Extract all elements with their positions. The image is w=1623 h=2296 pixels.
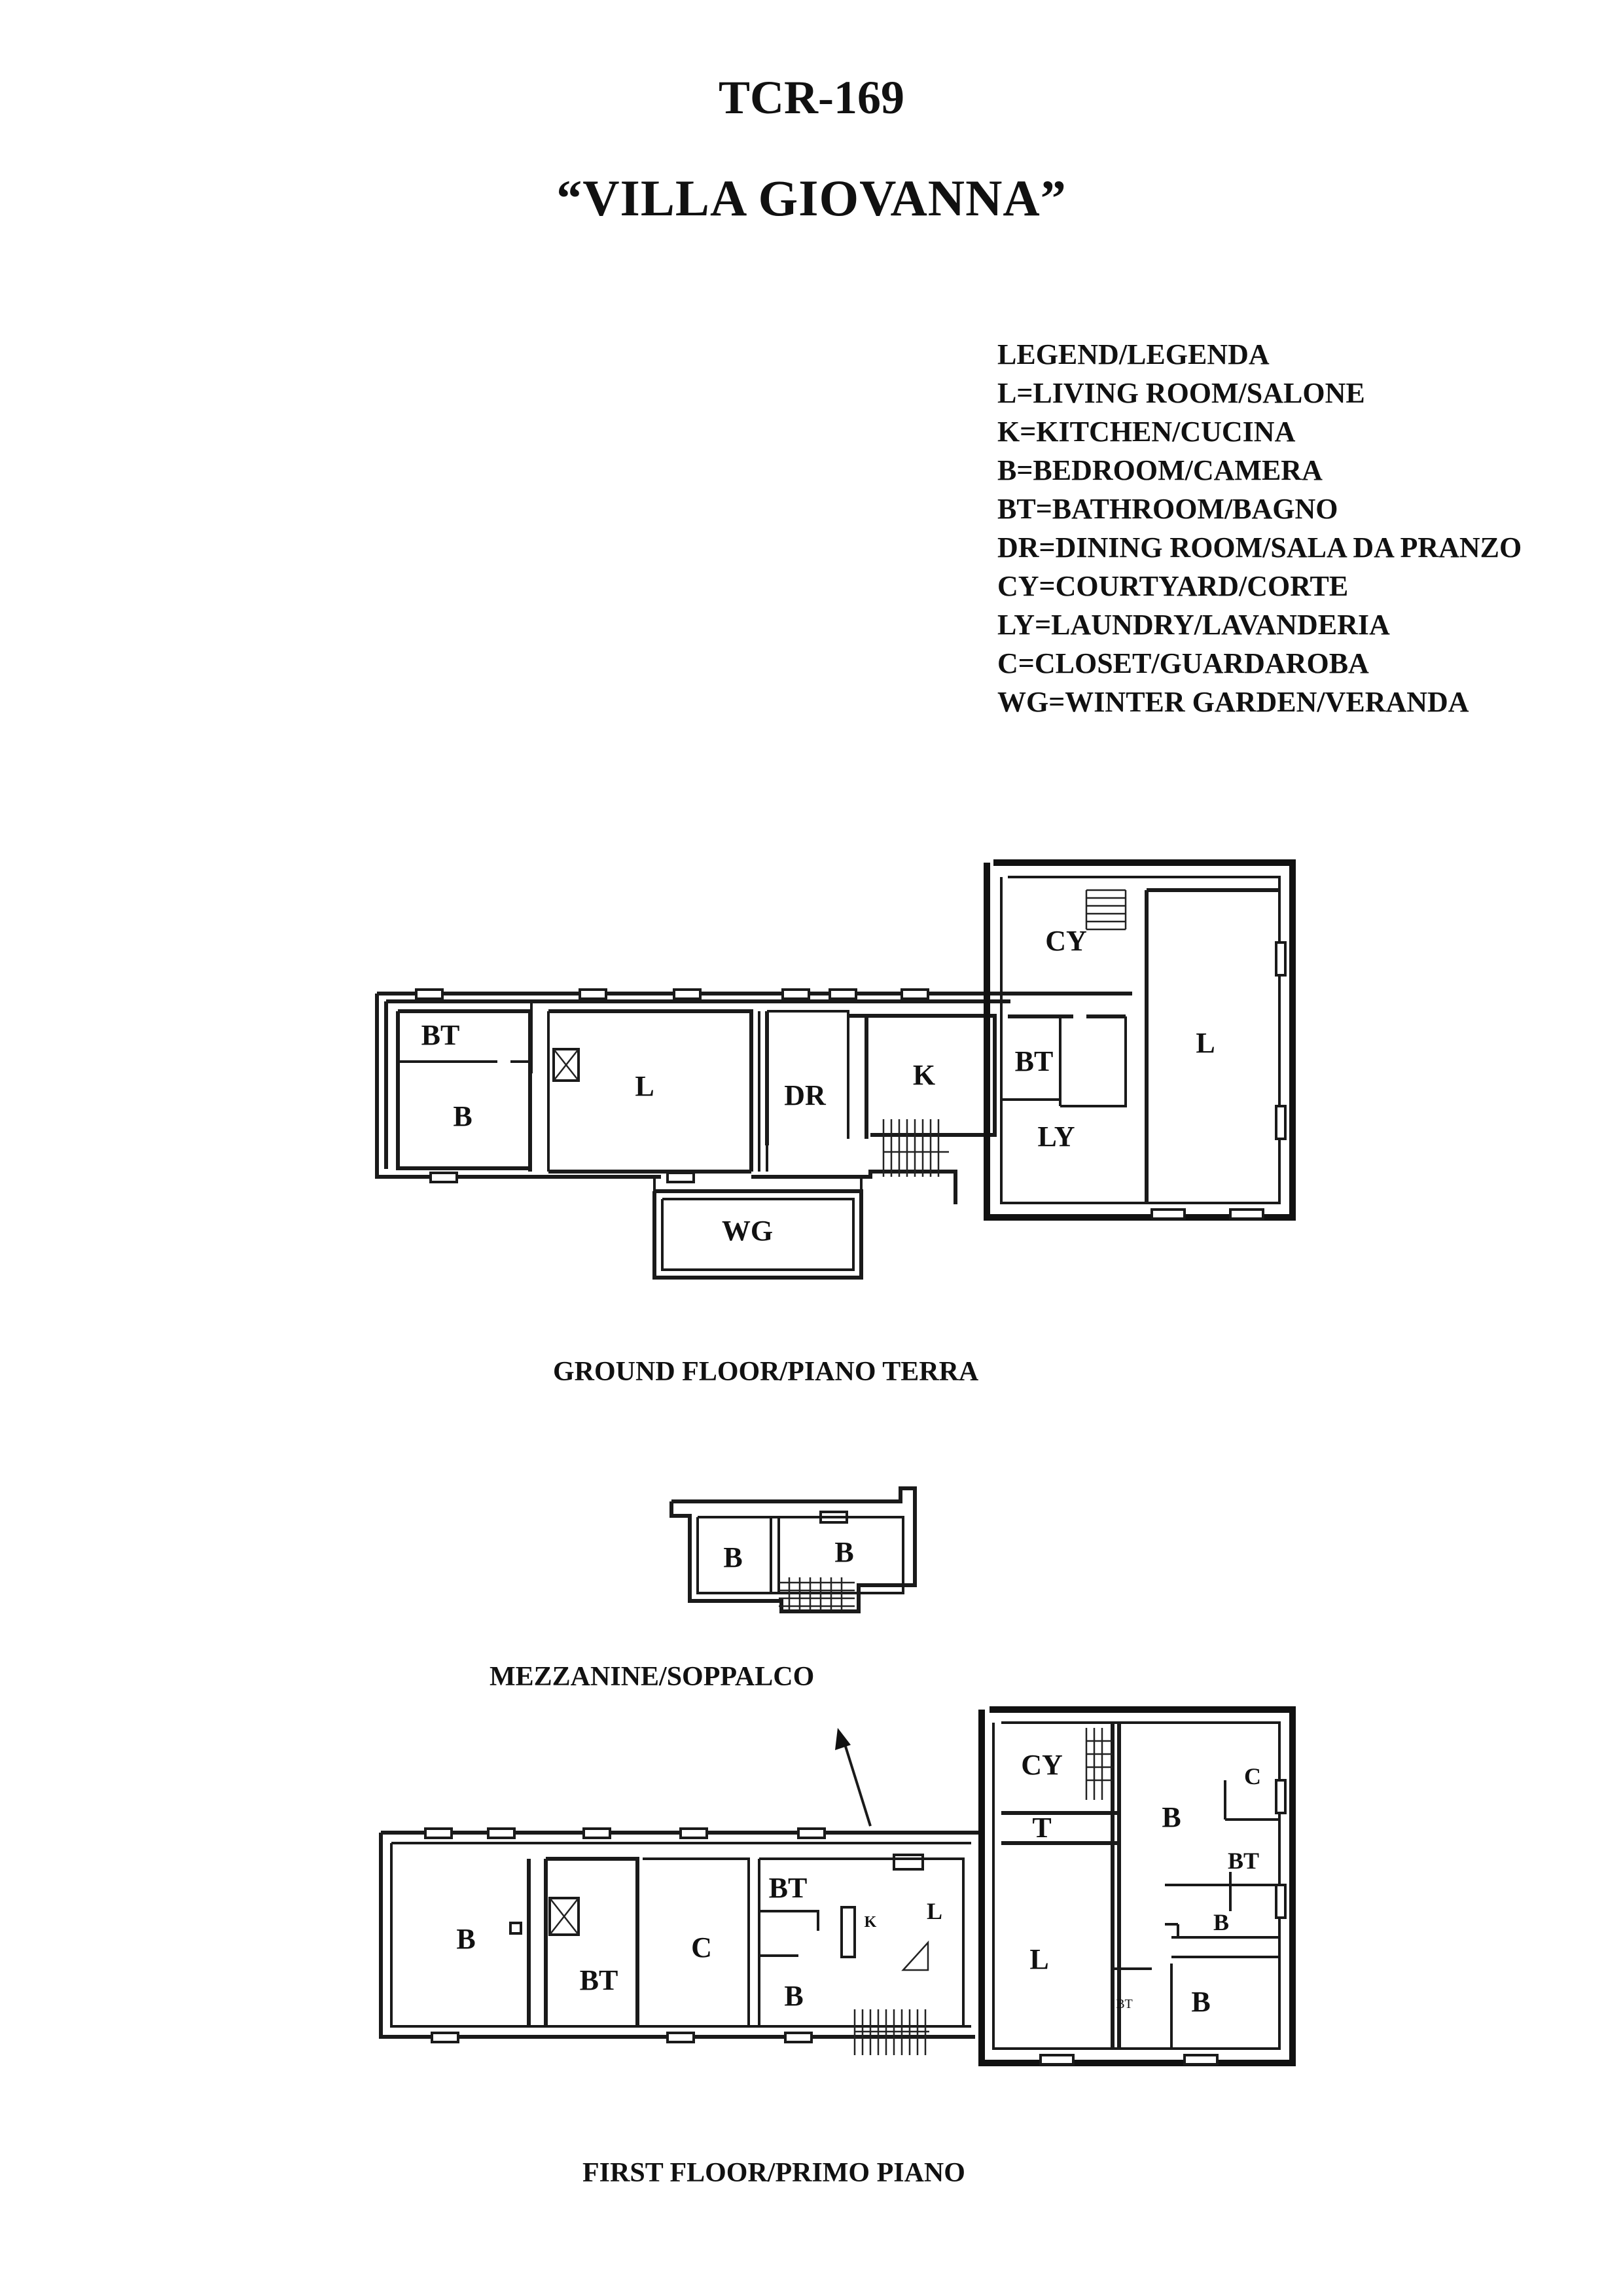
first-room-closet-west: C [691, 1931, 712, 1964]
first-room-bathroom-east-small: BT [1116, 1997, 1133, 2011]
legend-item-bathroom: BT=BATHROOM/BAGNO [997, 493, 1338, 525]
first-floor-walls [379, 1706, 1296, 2066]
first-room-living-room-east: L [1029, 1943, 1049, 1975]
first-room-bathroom-west: BT [579, 1964, 618, 1996]
ground-room-bathroom-west: BT [421, 1019, 460, 1051]
legend-item-closet: C=CLOSET/GUARDAROBA [997, 647, 1369, 679]
ground-room-winter-garden: WG [721, 1215, 774, 1247]
first-floor-caption: FIRST FLOOR/PRIMO PIANO [582, 2158, 965, 2188]
first-room-bedroom-center: B [784, 1980, 804, 2012]
legend-item-laundry: LY=LAUNDRY/LAVANDERIA [997, 609, 1390, 641]
ground-floor-caption: GROUND FLOOR/PIANO TERRA [553, 1357, 979, 1387]
first-room-bedroom-east-middle: B [1213, 1909, 1230, 1935]
mezzanine-room-bedroom-east: B [834, 1536, 854, 1568]
ground-room-kitchen: K [912, 1059, 936, 1091]
ground-floor-walls [375, 859, 1296, 1280]
legend-item-living-room: L=LIVING ROOM/SALONE [997, 377, 1365, 409]
ground-room-bedroom: B [453, 1100, 473, 1132]
first-room-bathroom-east: BT [1227, 1848, 1260, 1874]
first-room-terrace: T [1032, 1812, 1052, 1844]
legend-item-courtyard: CY=COURTYARD/CORTE [997, 570, 1349, 602]
mezzanine-room-bedroom-west: B [723, 1541, 743, 1573]
legend-heading: LEGEND/LEGENDA [997, 338, 1270, 370]
first-room-kitchen: K [864, 1914, 877, 1931]
ground-room-living-room-west: L [635, 1070, 654, 1102]
legend-item-bedroom: B=BEDROOM/CAMERA [997, 454, 1323, 486]
first-room-bathroom-center: BT [768, 1872, 808, 1904]
ground-room-bathroom-east: BT [1014, 1045, 1054, 1077]
mezzanine-walls [669, 1486, 917, 1613]
legend: LEGEND/LEGENDA L=LIVING ROOM/SALONE K=KI… [997, 335, 1522, 721]
legend-item-dining-room: DR=DINING ROOM/SALA DA PRANZO [997, 531, 1522, 564]
first-room-bedroom-east-top: B [1162, 1801, 1181, 1833]
ground-room-dining-room: DR [784, 1079, 826, 1111]
ground-room-living-room-east: L [1196, 1027, 1215, 1059]
first-room-bedroom-east-bottom: B [1191, 1986, 1211, 2018]
document-code: TCR-169 [719, 71, 904, 124]
legend-item-kitchen: K=KITCHEN/CUCINA [997, 416, 1296, 448]
first-room-closet-east: C [1244, 1763, 1261, 1789]
first-room-living-room-center: L [926, 1898, 943, 1924]
ground-room-laundry: LY [1037, 1121, 1075, 1153]
villa-name: “VILLA GIOVANNA” [556, 170, 1067, 226]
mezzanine-caption: MEZZANINE/SOPPALCO [490, 1662, 815, 1692]
first-room-bedroom-west: B [456, 1923, 476, 1955]
first-room-courtyard: CY [1021, 1749, 1063, 1781]
legend-item-winter-garden: WG=WINTER GARDEN/VERANDA [997, 686, 1469, 718]
ground-room-courtyard: CY [1045, 925, 1087, 957]
